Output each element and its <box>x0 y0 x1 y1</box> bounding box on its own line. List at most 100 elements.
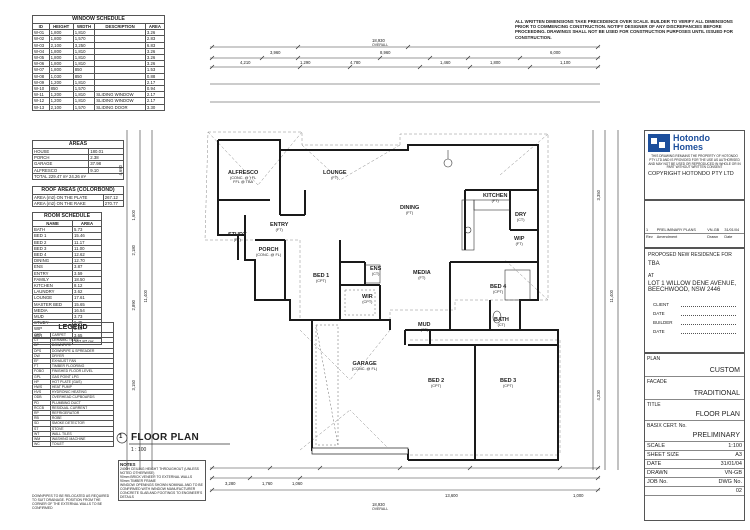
room-wir-name: WIR <box>362 294 373 300</box>
dim-top-1: 3,960 <box>270 50 281 55</box>
table-cell: TIMBER FLOORING <box>49 363 115 370</box>
room-bed1: BED 1(CPT) <box>313 273 329 283</box>
table-cell: MEDIA <box>31 306 74 315</box>
dim-top-2: 8,960 <box>380 50 391 55</box>
meta-row: 02 <box>645 487 744 496</box>
roof-areas-schedule: ROOF AREAS (COLORBOND) AREA (m2) ON THE … <box>32 186 125 208</box>
room-study-name: STUDY <box>228 232 247 238</box>
meta-label: SCALE <box>647 443 666 449</box>
revision-header: Amendment <box>655 233 707 240</box>
room-media-floor: (FT) <box>418 276 426 280</box>
table-cell: MASTER BED <box>31 300 74 308</box>
project-label: PROPOSED NEW RESIDENCE FOR <box>648 252 732 258</box>
floor-plan-number: 1 <box>119 434 123 440</box>
title-label: TITLE <box>647 402 661 408</box>
room-bed2-floor: (CPT) <box>431 384 442 388</box>
table-cell: DOWNPIPE & SPREADER <box>49 347 115 354</box>
table-cell: 3,250 <box>72 41 96 49</box>
room-lounge-floor: (FT) <box>331 176 339 180</box>
room-study-floor: (FT) <box>233 238 241 242</box>
table-cell: PRELIMINARY PLANS <box>656 228 696 232</box>
title-field: TITLE FLOOR PLAN <box>645 400 744 421</box>
table-cell: 850 <box>72 72 96 80</box>
roof-areas-title: ROOF AREAS (COLORBOND) <box>32 186 124 194</box>
table-cell: ENS <box>31 263 74 271</box>
window-schedule-header: WIDTH <box>72 22 96 31</box>
window-schedule-title: WINDOW SCHEDULE <box>32 15 165 23</box>
title-block-header: Hotondo Homes THIS DRAWING REMAINS THE P… <box>644 130 745 200</box>
field-line <box>681 302 736 307</box>
field-line <box>681 329 736 334</box>
table-cell: 2.17 <box>144 78 166 87</box>
table-cell: 12.62 <box>72 250 102 259</box>
room-kitchen-name: KITCHEN <box>483 193 508 199</box>
general-note: ALL WRITTEN DIMENSIONS TAKE PRECEDENCE O… <box>515 19 733 40</box>
table-cell: MUD <box>31 313 74 321</box>
title-value: FLOOR PLAN <box>695 411 740 418</box>
room-wip-name: WIP <box>514 236 525 242</box>
table-cell: WASHING MACHINE <box>49 436 115 443</box>
project-block: PROPOSED NEW RESIDENCE FOR TBA AT LOT 1 … <box>644 248 745 353</box>
table-cell: DINING <box>31 257 74 265</box>
table-cell: 3.59 <box>72 269 102 277</box>
dim-right-1: 3,350 <box>596 190 601 201</box>
meta-row: JOB No. DWG No. <box>645 478 744 487</box>
table-cell: 15.65 <box>72 300 102 308</box>
dim-top2-6: 1,100 <box>560 60 571 65</box>
dim-overall-label: OVERALL <box>372 43 389 47</box>
room-wip: WIP(FT) <box>514 236 524 246</box>
room-wir-floor: (CPT) <box>362 300 373 304</box>
room-lounge-name: LOUNGE <box>323 170 347 176</box>
room-wir: WIR(CPT) <box>362 294 373 304</box>
table-cell: 1 <box>646 228 649 232</box>
table-cell: TOILET <box>49 441 115 448</box>
notes-title: NOTES <box>120 462 136 467</box>
drawing-info-block: PLAN CUSTOM FACADE TRADITIONAL TITLE FLO… <box>644 353 745 521</box>
meta-label: SHEET SIZE <box>647 452 679 458</box>
room-dry: DRY(CT) <box>515 212 526 222</box>
facade-value: TRADITIONAL <box>693 390 740 397</box>
field-line <box>681 311 736 316</box>
table-cell: 16.54 <box>72 306 102 315</box>
window-schedule-header: AREA <box>144 22 166 31</box>
note-item: 90mm BRICK VENEER TO EXTERNAL WALLS <box>120 475 193 479</box>
dim-left-2: 1,600 <box>131 210 136 221</box>
table-cell: 12.70 <box>72 257 102 265</box>
dim-bottom-2: 1,760 <box>262 481 273 486</box>
table-cell: 31/01/04 <box>724 228 740 232</box>
meta-label: JOB No. <box>647 479 668 485</box>
field-label: DATE <box>653 311 665 316</box>
dim-top2-2: 1,290 <box>300 60 311 65</box>
meta-value: 31/01/04 <box>720 461 742 467</box>
table-cell: KITCHEN <box>31 282 74 290</box>
project-client: TBA <box>648 261 660 267</box>
plan-value: CUSTOM <box>709 367 740 374</box>
room-bed4: BED 4(CPT) <box>490 284 506 294</box>
table-cell: OVERHEAD CUPBOARDS <box>49 394 115 401</box>
meta-value: DWG No. <box>718 479 742 485</box>
brand-name-top: Hotondo <box>673 133 710 143</box>
room-ens-floor: (CT) <box>371 272 380 276</box>
note-item: WINDOW OPENINGS SHOWN NOMINAL AND TO BE … <box>120 483 203 491</box>
table-cell: 2.83 <box>144 35 166 43</box>
dim-left-6: 11,400 <box>143 290 148 303</box>
table-cell: 3.87 <box>72 263 102 271</box>
table-cell: 1,810 <box>72 60 96 68</box>
dim-left-4: 2,890 <box>131 300 136 311</box>
brand-mark-icon <box>648 134 670 152</box>
